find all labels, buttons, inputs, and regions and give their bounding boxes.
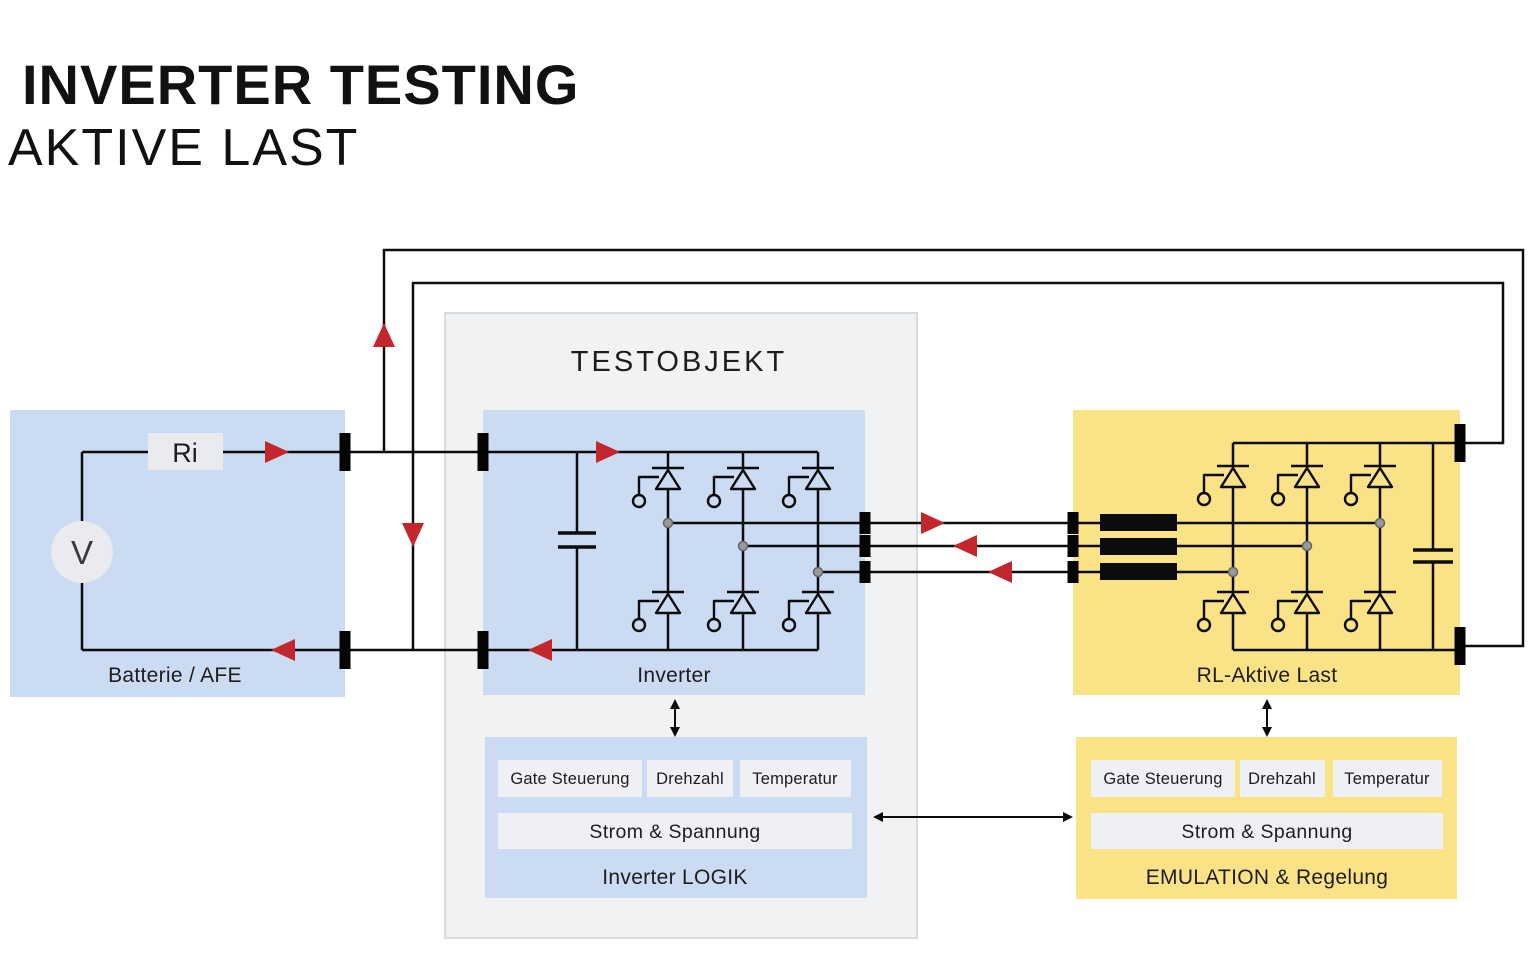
terminal-bar-icon bbox=[859, 535, 871, 557]
junction-dot-icon bbox=[662, 517, 674, 529]
feedback-loop-outer bbox=[382, 248, 1525, 648]
terminal-bar-icon bbox=[1454, 424, 1466, 462]
voltage-source-label: V bbox=[71, 534, 93, 571]
terminal-bar-icon bbox=[477, 631, 489, 669]
battery-label: Batterie / AFE bbox=[108, 664, 242, 687]
inverter-logic-label: Inverter LOGIK bbox=[602, 866, 747, 889]
flow-arrow-left-icon bbox=[528, 639, 552, 661]
flow-arrow-right-icon bbox=[921, 512, 945, 534]
flow-arrow-right-icon bbox=[265, 441, 289, 463]
terminal-bar-icon bbox=[1067, 512, 1079, 534]
rl-load-bridge bbox=[1100, 441, 1462, 652]
flow-arrow-left-icon bbox=[271, 639, 295, 661]
module-drehzahl bbox=[647, 760, 733, 797]
flow-arrow-right-icon bbox=[596, 441, 620, 463]
page-title: INVERTER TESTING AKTIVE LAST bbox=[8, 52, 579, 178]
junction-dot-icon bbox=[812, 566, 824, 578]
terminal-bar-icon bbox=[339, 433, 351, 471]
module-label: Temperatur bbox=[1344, 770, 1430, 788]
module-label: Gate Steuerung bbox=[1103, 770, 1222, 788]
inverter-logic-modules: Gate Steuerung Drehzahl Temperatur Strom… bbox=[498, 760, 852, 849]
module-gate-steuerung bbox=[498, 760, 642, 797]
emulation-label: EMULATION & Regelung bbox=[1146, 866, 1389, 889]
junction-dot-icon bbox=[1374, 517, 1386, 529]
terminal-bar-icon bbox=[1067, 561, 1079, 583]
terminal-bar-icon bbox=[477, 433, 489, 471]
testobjekt-label: TESTOBJEKT bbox=[571, 346, 787, 378]
flow-arrow-down-icon bbox=[402, 523, 424, 547]
junction-dot-icon bbox=[1301, 540, 1313, 552]
rl-load-label: RL-Aktive Last bbox=[1197, 664, 1338, 687]
signal-arrow-icon bbox=[670, 727, 680, 737]
signal-arrow-icon bbox=[873, 812, 883, 822]
module-label: Strom & Spannung bbox=[1181, 821, 1352, 843]
inductor-icon bbox=[1100, 538, 1177, 555]
terminal-bar-icon bbox=[339, 631, 351, 669]
module-label: Temperatur bbox=[752, 770, 838, 788]
module-temperatur bbox=[1333, 760, 1442, 797]
junction-dot-icon bbox=[1227, 566, 1239, 578]
module-label: Gate Steuerung bbox=[510, 770, 629, 788]
flow-arrow-left-icon bbox=[988, 561, 1012, 583]
junction-dot-icon bbox=[737, 540, 749, 552]
module-strom-spannung bbox=[498, 813, 852, 849]
terminal-bars bbox=[339, 424, 1466, 669]
inverter-bridge bbox=[558, 452, 836, 650]
module-label: Drehzahl bbox=[656, 770, 724, 788]
terminal-bar-icon bbox=[859, 512, 871, 534]
terminal-bar-icon bbox=[1454, 627, 1466, 665]
flow-arrow-left-icon bbox=[953, 535, 977, 557]
signal-arrow-icon bbox=[1063, 812, 1073, 822]
terminal-bar-icon bbox=[859, 561, 871, 583]
module-label: Strom & Spannung bbox=[589, 821, 760, 843]
inductor-icon bbox=[1100, 563, 1177, 580]
battery-circuit: Ri V bbox=[51, 433, 223, 583]
internal-resistance-box bbox=[148, 433, 223, 470]
emulation-modules: Gate Steuerung Drehzahl Temperatur Strom… bbox=[1091, 760, 1443, 849]
module-temperatur bbox=[740, 760, 851, 797]
terminal-bar-icon bbox=[1067, 535, 1079, 557]
signal-arrow-icon bbox=[1262, 727, 1272, 737]
current-flow-arrows bbox=[265, 323, 1012, 661]
signal-arrows bbox=[670, 699, 1272, 822]
module-label: Drehzahl bbox=[1248, 770, 1316, 788]
feedback-loop-inner bbox=[411, 281, 1505, 650]
module-drehzahl bbox=[1240, 760, 1325, 797]
inductor-icon bbox=[1100, 514, 1177, 531]
inverter-label: Inverter bbox=[637, 664, 711, 687]
module-strom-spannung bbox=[1091, 813, 1443, 849]
resistor-label: Ri bbox=[172, 438, 198, 468]
module-gate-steuerung bbox=[1091, 760, 1235, 797]
title-line2: AKTIVE LAST bbox=[8, 119, 360, 177]
signal-arrow-icon bbox=[1262, 699, 1272, 709]
signal-arrow-icon bbox=[670, 699, 680, 709]
flow-arrow-up-icon bbox=[373, 323, 395, 347]
title-line1: INVERTER TESTING bbox=[22, 53, 580, 116]
voltage-source-icon bbox=[51, 521, 113, 583]
